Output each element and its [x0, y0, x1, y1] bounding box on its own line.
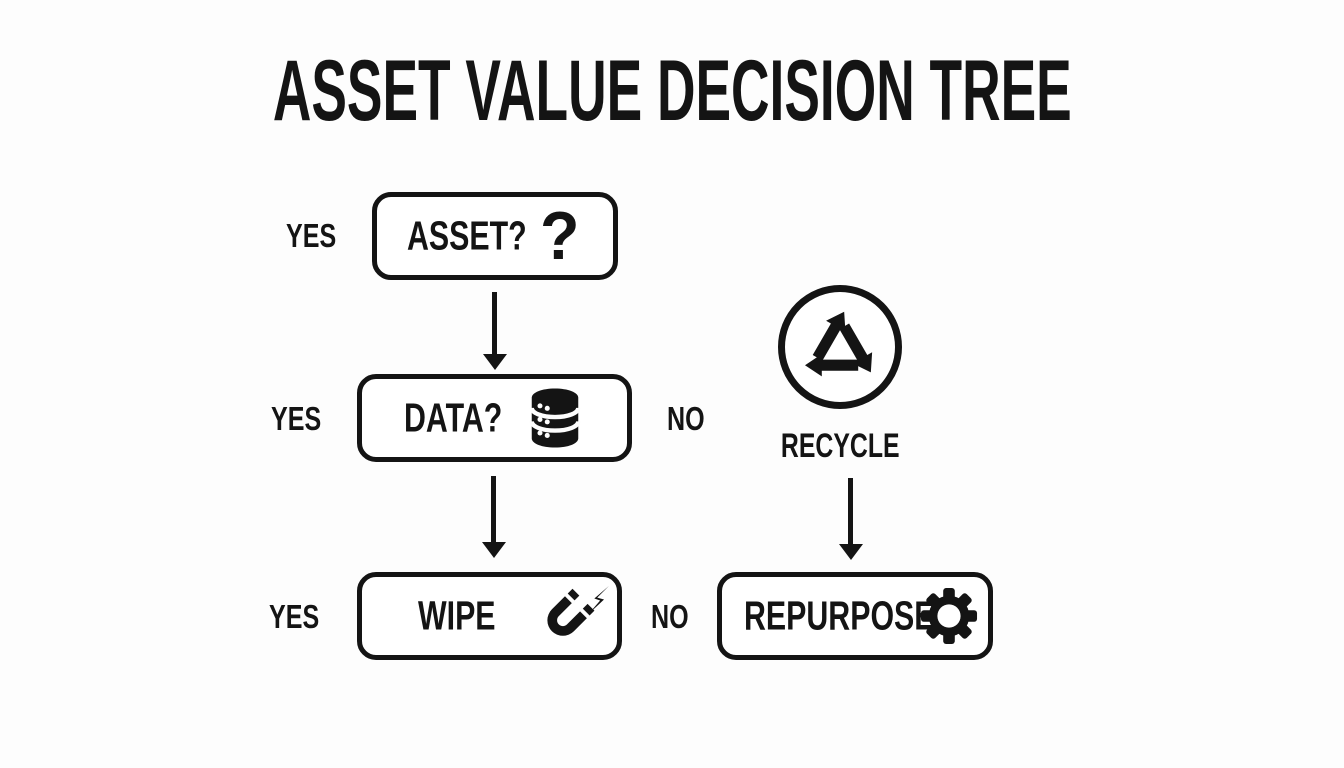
database-icon [527, 387, 583, 449]
branch-label-no-data: NO [667, 400, 705, 437]
node-repurpose: REPURPOSE [717, 572, 993, 660]
node-data-label: DATA? [404, 394, 503, 441]
question-mark-icon: ? [540, 198, 580, 274]
arrow-data-to-wipe [491, 476, 496, 542]
branch-label-yes-wipe: YES [269, 598, 320, 635]
node-wipe: WIPE [357, 572, 622, 660]
branch-label-no-wipe: NO [651, 598, 689, 635]
node-asset-label: ASSET? [407, 212, 527, 259]
page-title: ASSET VALUE DECISION TREE [0, 48, 1344, 134]
page-title-text: ASSET VALUE DECISION TREE [272, 43, 1072, 139]
gear-icon [920, 587, 978, 645]
node-wipe-label: WIPE [418, 592, 496, 639]
branch-label-yes-data: YES [271, 400, 322, 437]
recycle-label: RECYCLE [780, 427, 900, 465]
node-asset: ASSET? ? [372, 192, 618, 280]
arrow-recycle-to-repurpose [848, 478, 853, 544]
magnet-icon [535, 584, 611, 648]
node-repurpose-label: REPURPOSE [744, 592, 935, 639]
recycle-icon [778, 285, 902, 409]
node-data: DATA? [357, 374, 632, 462]
branch-label-yes-asset: YES [286, 217, 337, 254]
arrow-asset-to-data [492, 292, 497, 354]
